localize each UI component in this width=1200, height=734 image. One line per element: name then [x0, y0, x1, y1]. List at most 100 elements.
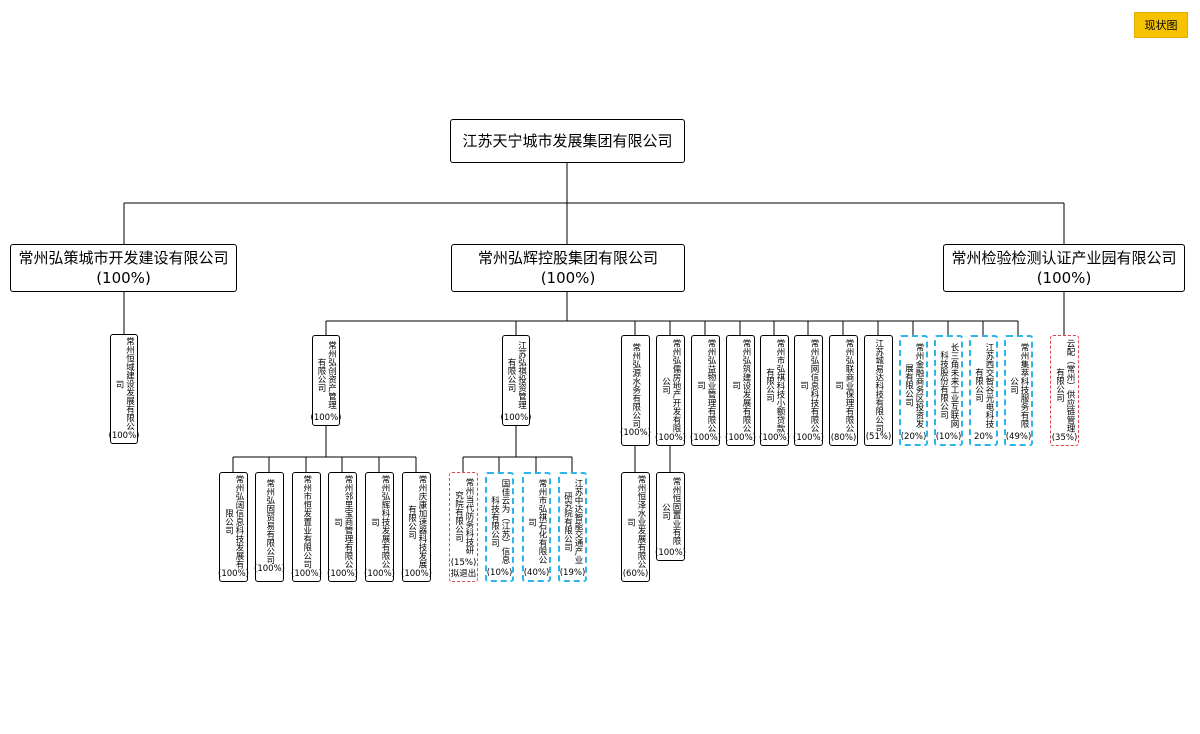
org-node-level3: 常州市恒发置业有限公司 (100%) [291, 472, 322, 582]
org-node-name: 常州弘益物业管理有限公司 [695, 338, 717, 433]
org-node-pct: (100%) [254, 564, 285, 575]
org-node-pct: (100%) [96, 269, 151, 287]
org-node-pct: (49%) [1005, 431, 1032, 442]
org-node-level1-jianyan: 常州检验检测认证产业园有限公司 (100%) [943, 244, 1185, 292]
org-node-name: 长三角未来工业互联网科技股份有限公司 [938, 342, 960, 428]
org-node-pct: (19%) [559, 567, 586, 578]
org-node-pct: (60%) [622, 568, 649, 579]
org-node-name: 常州弘辉控股集团有限公司 [477, 249, 658, 267]
org-node-level2: 常州弘益物业管理有限公司 (100%) [690, 335, 721, 446]
org-node-level3-associate: 江苏中达智能交通产业研究院有限公司 (19%) [558, 472, 587, 582]
org-node-level2: 常州弘源水务有限公司 (100%) [620, 335, 651, 446]
org-node-level2: 常州弘网信息科技有限公司 (100%) [793, 335, 824, 446]
org-node-exit-note: 拟退出 [450, 568, 477, 579]
org-node-pct: (80%) [830, 432, 857, 443]
org-node-level2-associate: 常州金融商务区投资发展有限公司 (20%) [899, 335, 928, 446]
connector-hongqi-children [462, 426, 573, 472]
org-node-pct: (100%) [500, 412, 532, 423]
org-node-pct: (100%) [218, 568, 249, 579]
org-node-name: 常州市弘祺石化有限公司 [526, 479, 548, 565]
org-node-name: 常州弘创资产管理有限公司 [316, 341, 337, 410]
org-node-level2: 常州弘筑建设发展有限公司 (100%) [725, 335, 756, 446]
org-node-level2-associate: 常州集萃科技服务有限公司 (49%) [1004, 335, 1033, 446]
org-node-name: 常州市恒发置业有限公司 [301, 475, 312, 569]
org-node-pct: 20% [974, 431, 993, 442]
org-node-name: 常州金融商务区投资发展有限公司 [903, 342, 925, 428]
org-node-level2-associate: 江苏西交智谷光电科技有限公司 20% [969, 335, 998, 446]
org-node-pct: (100%) [725, 432, 756, 443]
org-node-name: 江苏城易达科技有限公司 [873, 338, 884, 433]
org-node-root: 江苏天宁城市发展集团有限公司 [450, 119, 685, 163]
org-node-name: 江苏弘祺投资管理有限公司 [506, 341, 527, 410]
org-node-level3: 常州邻里宝商管理有限公司 (100%) [327, 472, 358, 582]
org-node-name: 常州弘辉科技发展有限公司 [369, 475, 391, 569]
org-node-name: 常州弘策城市开发建设有限公司 [18, 249, 229, 267]
org-node-pct: (100%) [364, 568, 395, 579]
org-node-pct: (100%) [690, 432, 721, 443]
org-node-level3-associate: 常州市弘祺石化有限公司 (40%) [522, 472, 551, 582]
org-node-name: 常州弘阔信息科技发展有限公司 [223, 475, 245, 569]
org-node-pct: (100%) [655, 547, 686, 558]
org-node-pct: (100%) [310, 412, 342, 423]
org-node-name: 江苏中达智能交通产业研究院有限公司 [562, 479, 584, 565]
org-node-level2: 常州市弘祺科技小额贷款有限公司 (100%) [759, 335, 790, 446]
org-node-level3: 常州庆康加速器科技发展有限公司 (100%) [401, 472, 432, 582]
org-node-level3: 常州弘辉科技发展有限公司 (100%) [364, 472, 395, 582]
org-node-level3-exiting: 常州当代防务科技研究院有限公司 (15%) 拟退出 [449, 472, 478, 582]
org-node-level2: 常州弘联商业保理有限公司 (80%) [829, 335, 858, 446]
org-node-pct: (10%) [486, 567, 513, 578]
org-node-name: 常州市弘祺科技小额贷款有限公司 [764, 338, 786, 433]
org-node-name: 常州庆康加速器科技发展有限公司 [406, 475, 428, 569]
connector-root-level1 [123, 163, 1065, 244]
org-node-name: 常州当代防务科技研究院有限公司 [453, 478, 475, 555]
org-node-level2: 江苏城易达科技有限公司 (51%) [864, 335, 893, 446]
org-node-name: 国佳云为（江苏）信息科技有限公司 [489, 479, 511, 565]
org-node-pct: (100%) [401, 568, 432, 579]
org-node-name: 常州弘联商业保理有限公司 [833, 338, 855, 433]
org-node-level2: 常州恒域建设发展有限公司 (100%) [108, 334, 140, 444]
org-node-pct: (20%) [900, 431, 927, 442]
org-node-name: 云配（常州）供应链管理有限公司 [1054, 338, 1076, 433]
org-node-name: 常州弘网信息科技有限公司 [798, 338, 820, 433]
org-node-pct: (35%) [1051, 432, 1078, 443]
org-node-level1-hongce: 常州弘策城市开发建设有限公司 (100%) [10, 244, 237, 292]
org-node-pct: (100%) [1036, 269, 1092, 287]
org-node-level2: 常州弘创资产管理有限公司 (100%) [310, 335, 342, 426]
org-node-level3: 常州恒固置业有限公司 (100%) [655, 472, 686, 561]
org-node-name: 常州弘儒房地产开发有限公司 [660, 338, 682, 433]
org-node-name: 常州恒固置业有限公司 [660, 477, 682, 546]
org-node-pct: (100%) [291, 568, 322, 579]
org-node-name: 常州检验检测认证产业园有限公司 [951, 249, 1177, 267]
org-node-level2: 江苏弘祺投资管理有限公司 (100%) [500, 335, 532, 426]
org-node-pct: (100%) [655, 432, 686, 443]
connector-honghui-children [325, 292, 1019, 335]
org-node-name: 常州弘固贸易有限公司 [264, 479, 275, 565]
org-node-level3-associate: 国佳云为（江苏）信息科技有限公司 (10%) [485, 472, 514, 582]
org-node-pct: (100%) [620, 427, 651, 438]
org-node-level3: 常州弘固贸易有限公司 (100%) [254, 472, 285, 582]
org-node-name: 常州恒泽水业发展有限公司 [625, 475, 647, 569]
org-node-level2-associate: 长三角未来工业互联网科技股份有限公司 (10%) [934, 335, 963, 446]
org-node-pct: (10%) [935, 431, 962, 442]
org-node-pct: (100%) [793, 432, 824, 443]
org-node-level2-exiting: 云配（常州）供应链管理有限公司 (35%) [1050, 335, 1079, 446]
org-node-pct: (100%) [327, 568, 358, 579]
org-node-pct: (15%) [450, 558, 477, 568]
org-node-level3: 常州弘阔信息科技发展有限公司 (100%) [218, 472, 249, 582]
org-node-level1-honghui: 常州弘辉控股集团有限公司 (100%) [451, 244, 685, 292]
connector-hongchuang-children [232, 426, 417, 472]
org-node-pct: (100%) [759, 432, 790, 443]
org-node-name: 常州恒域建设发展有限公司 [114, 337, 135, 431]
org-node-pct: (100%) [540, 269, 596, 287]
org-node-name: 常州弘源水务有限公司 [630, 342, 641, 428]
legend-current-status-badge: 现状图 [1134, 12, 1188, 38]
org-node-level3: 常州恒泽水业发展有限公司 (60%) [621, 472, 650, 582]
org-node-name: 常州集萃科技服务有限公司 [1008, 342, 1030, 428]
org-node-name: 江苏西交智谷光电科技有限公司 [973, 342, 995, 428]
org-node-name: 常州弘筑建设发展有限公司 [730, 338, 752, 433]
org-node-name: 常州邻里宝商管理有限公司 [332, 475, 354, 569]
org-node-pct: (100%) [108, 430, 140, 441]
org-node-level2: 常州弘儒房地产开发有限公司 (100%) [655, 335, 686, 446]
org-node-pct: (40%) [523, 567, 550, 578]
